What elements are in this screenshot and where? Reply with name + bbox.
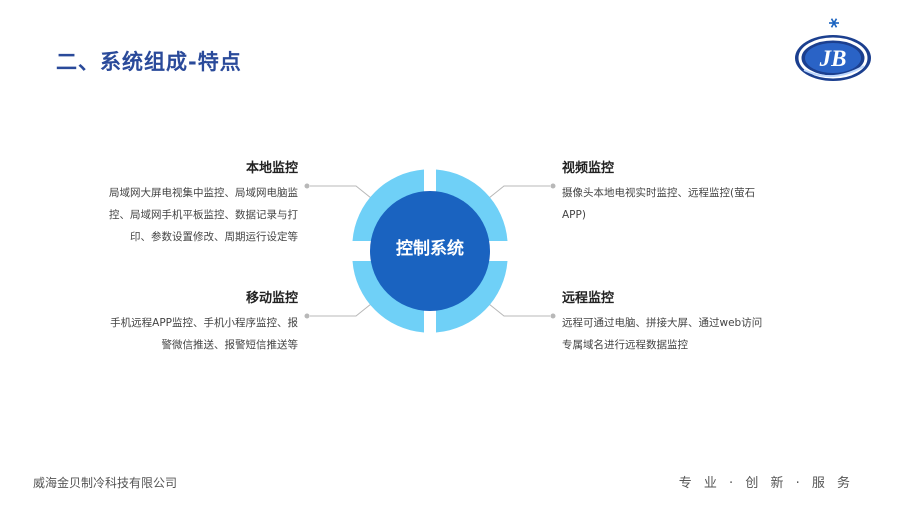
- feature-line: 印、参数设置修改、周期运行设定等: [130, 231, 298, 243]
- feature-line: 摄像头本地电视实时监控、远程监控(萤石: [562, 187, 756, 199]
- feature-line: 警微信推送、报警短信推送等: [161, 339, 299, 351]
- feature-video: 视频监控 摄像头本地电视实时监控、远程监控(萤石 APP): [562, 157, 822, 226]
- ring-segment-bottom-left: [352, 261, 424, 333]
- feature-mobile: 移动监控 手机远程APP监控、手机小程序监控、报 警微信推送、报警短信推送等: [40, 287, 298, 356]
- feature-local: 本地监控 局域网大屏电视集中监控、局域网电脑监 控、局域网手机平板监控、数据记录…: [40, 157, 298, 248]
- hub-label: 控制系统: [396, 239, 464, 259]
- feature-title: 本地监控: [245, 161, 298, 176]
- feature-title: 视频监控: [562, 161, 615, 176]
- feature-line: 手机远程APP监控、手机小程序监控、报: [110, 317, 298, 329]
- feature-line: APP): [562, 209, 586, 221]
- logo-letters: JB: [819, 46, 847, 71]
- feature-description: 摄像头本地电视实时监控、远程监控(萤石 APP): [562, 182, 822, 226]
- feature-line: 远程可通过电脑、拼接大屏、通过web访问: [562, 317, 763, 329]
- feature-line: 专属域名进行远程数据监控: [562, 339, 688, 351]
- dot-local: [304, 183, 310, 189]
- connector-remote: [488, 303, 550, 317]
- dot-mobile: [304, 313, 310, 319]
- hub-disc: [370, 191, 490, 311]
- connector-video: [488, 185, 550, 199]
- feature-line: 控、局域网手机平板监控、数据记录与打: [109, 209, 298, 221]
- snowflake-icon: [829, 18, 839, 28]
- feature-description: 远程可通过电脑、拼接大屏、通过web访问 专属域名进行远程数据监控: [562, 312, 822, 356]
- dot-video: [550, 183, 556, 189]
- ring-segment-top-right: [436, 169, 508, 241]
- connector-mobile: [310, 303, 372, 317]
- ring-segment-top-left: [352, 169, 424, 241]
- footer-slogan: 专 业 · 创 新 · 服 务: [678, 476, 854, 491]
- company-logo: JB: [795, 18, 871, 81]
- dot-remote: [550, 313, 556, 319]
- connector-local: [310, 185, 372, 199]
- feature-title: 移动监控: [245, 291, 298, 306]
- footer-company: 威海金贝制冷科技有限公司: [33, 476, 178, 490]
- feature-description: 手机远程APP监控、手机小程序监控、报 警微信推送、报警短信推送等: [40, 312, 298, 356]
- page-title: 二、系统组成-特点: [56, 50, 242, 74]
- ring-segment-bottom-right: [436, 261, 508, 333]
- feature-remote: 远程监控 远程可通过电脑、拼接大屏、通过web访问 专属域名进行远程数据监控: [562, 287, 822, 356]
- feature-description: 局域网大屏电视集中监控、局域网电脑监 控、局域网手机平板监控、数据记录与打 印、…: [40, 182, 298, 248]
- feature-title: 远程监控: [562, 291, 615, 306]
- feature-line: 局域网大屏电视集中监控、局域网电脑监: [109, 187, 298, 199]
